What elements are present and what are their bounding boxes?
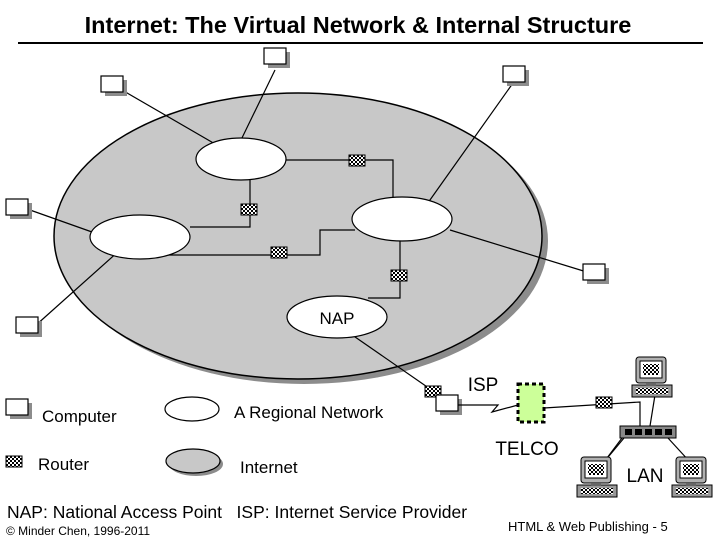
regional-network: [89, 214, 191, 260]
lan-label: LAN: [627, 466, 664, 487]
nap-network: NAP: [286, 295, 388, 339]
regional-network: [351, 196, 453, 242]
legend-computer: Computer: [42, 407, 117, 426]
phone-line: [458, 404, 519, 414]
computer-icon: [100, 75, 128, 97]
definitions: NAP: National Access Point ISP: Internet…: [7, 502, 467, 522]
computer-icon: [5, 398, 33, 420]
internet-cloud: [53, 92, 548, 384]
hub-icon: [619, 425, 677, 439]
telco-label: TELCO: [495, 439, 558, 460]
computer-icon: [263, 47, 291, 69]
router-icon: [595, 396, 613, 409]
page-title: Internet: The Virtual Network & Internal…: [85, 12, 632, 38]
router-icon: [240, 203, 258, 216]
router-icon: [270, 246, 288, 259]
router-icon: [390, 269, 408, 282]
legend-router: Router: [38, 455, 89, 474]
legend-regional-network: A Regional Network: [234, 403, 384, 422]
workstation-icon: [576, 456, 618, 498]
legend-internet: Internet: [240, 458, 298, 477]
page-number: HTML & Web Publishing - 5: [508, 519, 668, 534]
legend-regional-network-swatch: [164, 396, 220, 422]
computer-icon: [502, 65, 530, 87]
legend: Computer Router A Regional Network Inter…: [5, 396, 384, 477]
computer-icon: [15, 316, 43, 338]
copyright: © Minder Chen, 1996-2011: [6, 524, 150, 538]
computer-icon: [5, 198, 33, 220]
computer-icon: [582, 263, 610, 285]
regional-network: [195, 137, 287, 181]
legend-internet-swatch: [165, 448, 223, 476]
router-icon: [5, 455, 23, 468]
lan-link: [543, 401, 641, 428]
workstation-icon: [671, 456, 713, 498]
router-icon: [348, 154, 366, 167]
modem-icon: [516, 382, 546, 424]
nap-label: NAP: [320, 309, 355, 328]
isp-label: ISP: [468, 375, 499, 396]
workstation-icon: [631, 356, 673, 398]
